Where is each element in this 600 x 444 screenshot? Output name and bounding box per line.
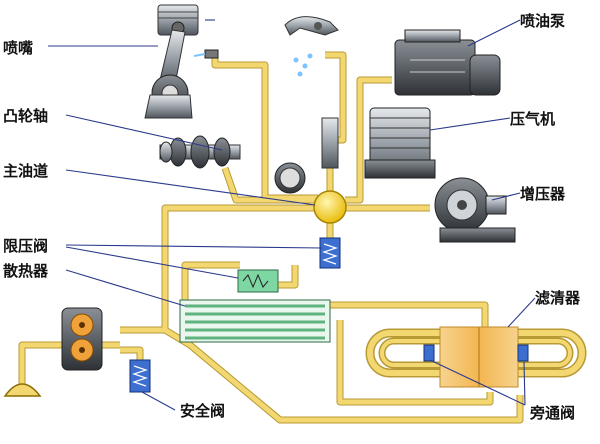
injection-pump	[394, 29, 501, 96]
bypass-valves	[423, 344, 529, 362]
leader-lines	[48, 19, 536, 411]
label-pressure-limit-valve: 限压阀	[3, 237, 49, 255]
label-filter: 滤清器	[535, 289, 581, 307]
label-safety-valve: 安全阀	[180, 402, 226, 420]
radiator	[179, 269, 331, 343]
label-turbocharger: 增压器	[520, 185, 566, 203]
label-nozzle: 喷嘴	[3, 39, 34, 57]
pressure-limit-valve	[319, 237, 341, 269]
label-injection-pump: 喷油泵	[520, 12, 566, 30]
label-radiator: 散热器	[3, 262, 49, 280]
oil-pump	[61, 307, 103, 371]
piston-connecting-rod	[144, 4, 199, 119]
label-camshaft: 凸轮轴	[3, 107, 49, 125]
main-oil-gallery	[313, 190, 347, 224]
label-bypass-valve: 旁通阀	[530, 404, 576, 422]
air-compressor	[364, 107, 436, 179]
label-air-compressor: 压气机	[510, 110, 556, 128]
oil-filter	[439, 326, 519, 388]
rocker-arm-assembly	[274, 16, 339, 194]
turbocharger	[434, 177, 516, 243]
oil-sump-strainer	[3, 383, 42, 397]
safety-valve	[129, 359, 151, 393]
label-main-gallery: 主油道	[3, 162, 49, 180]
camshaft	[159, 135, 241, 169]
nozzle	[193, 49, 219, 59]
